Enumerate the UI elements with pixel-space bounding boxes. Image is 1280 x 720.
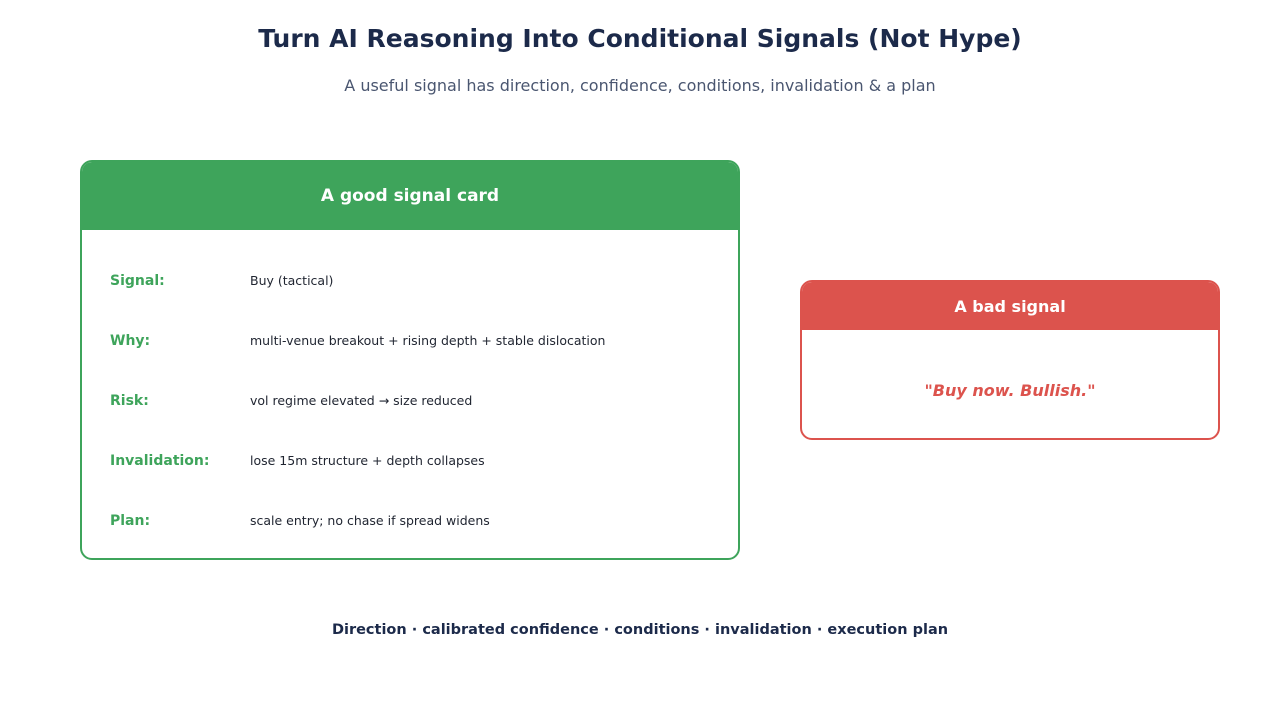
bad-signal-card: A bad signal "Buy now. Bullish." bbox=[800, 280, 1220, 440]
row-value: Buy (tactical) bbox=[250, 273, 334, 288]
footer-summary: Direction · calibrated confidence · cond… bbox=[331, 622, 949, 638]
row-label: Plan: bbox=[110, 513, 151, 529]
row-value: scale entry; no chase if spread widens bbox=[250, 513, 490, 528]
bad-signal-card-header: A bad signal bbox=[802, 282, 1218, 330]
bad-signal-quote: "Buy now. Bullish." bbox=[924, 381, 1096, 400]
signal-row-signal: Signal: Buy (tactical) bbox=[82, 252, 738, 312]
signal-rows: Signal: Buy (tactical) Why: multi-venue … bbox=[82, 252, 738, 552]
row-label: Invalidation: bbox=[110, 453, 210, 469]
signal-row-plan: Plan: scale entry; no chase if spread wi… bbox=[82, 492, 738, 552]
good-signal-card-header: A good signal card bbox=[82, 162, 738, 230]
good-signal-card: A good signal card Signal: Buy (tactical… bbox=[80, 160, 740, 560]
row-label: Risk: bbox=[110, 393, 149, 409]
page-subtitle: A useful signal has direction, confidenc… bbox=[344, 76, 936, 95]
page-title: Turn AI Reasoning Into Conditional Signa… bbox=[258, 24, 1022, 53]
row-value: lose 15m structure + depth collapses bbox=[250, 453, 485, 468]
row-label: Why: bbox=[110, 333, 151, 349]
signal-row-invalidation: Invalidation: lose 15m structure + depth… bbox=[82, 432, 738, 492]
row-label: Signal: bbox=[110, 273, 165, 289]
row-value: vol regime elevated → size reduced bbox=[250, 393, 473, 408]
signal-row-risk: Risk: vol regime elevated → size reduced bbox=[82, 372, 738, 432]
signal-row-why: Why: multi-venue breakout + rising depth… bbox=[82, 312, 738, 372]
row-value: multi-venue breakout + rising depth + st… bbox=[250, 333, 606, 348]
